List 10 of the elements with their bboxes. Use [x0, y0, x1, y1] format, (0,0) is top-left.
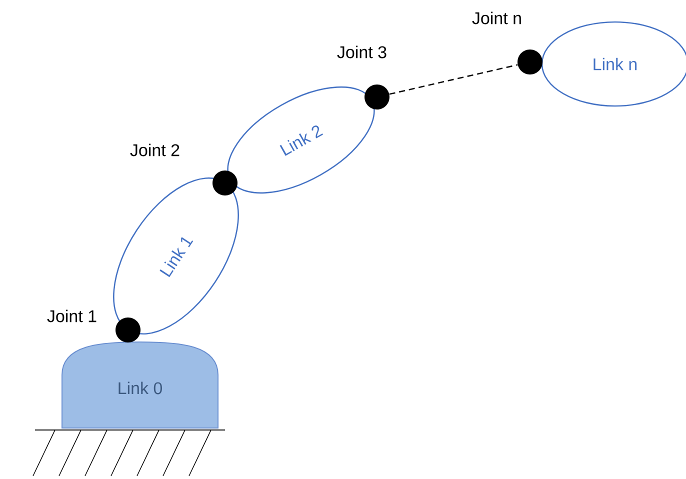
joint-label: Joint 3: [337, 46, 386, 58]
dashed-connector: [389, 64, 518, 95]
joint-label: Joint 2: [130, 144, 180, 156]
joint-dot: [518, 50, 542, 74]
base-block: Link 0: [62, 341, 218, 428]
joint-dot: [212, 170, 238, 196]
joint-dot: [116, 318, 140, 342]
joint-label: Joint n: [472, 12, 521, 24]
joint-dot: [364, 84, 390, 110]
joint-label: Joint 1: [47, 310, 96, 322]
